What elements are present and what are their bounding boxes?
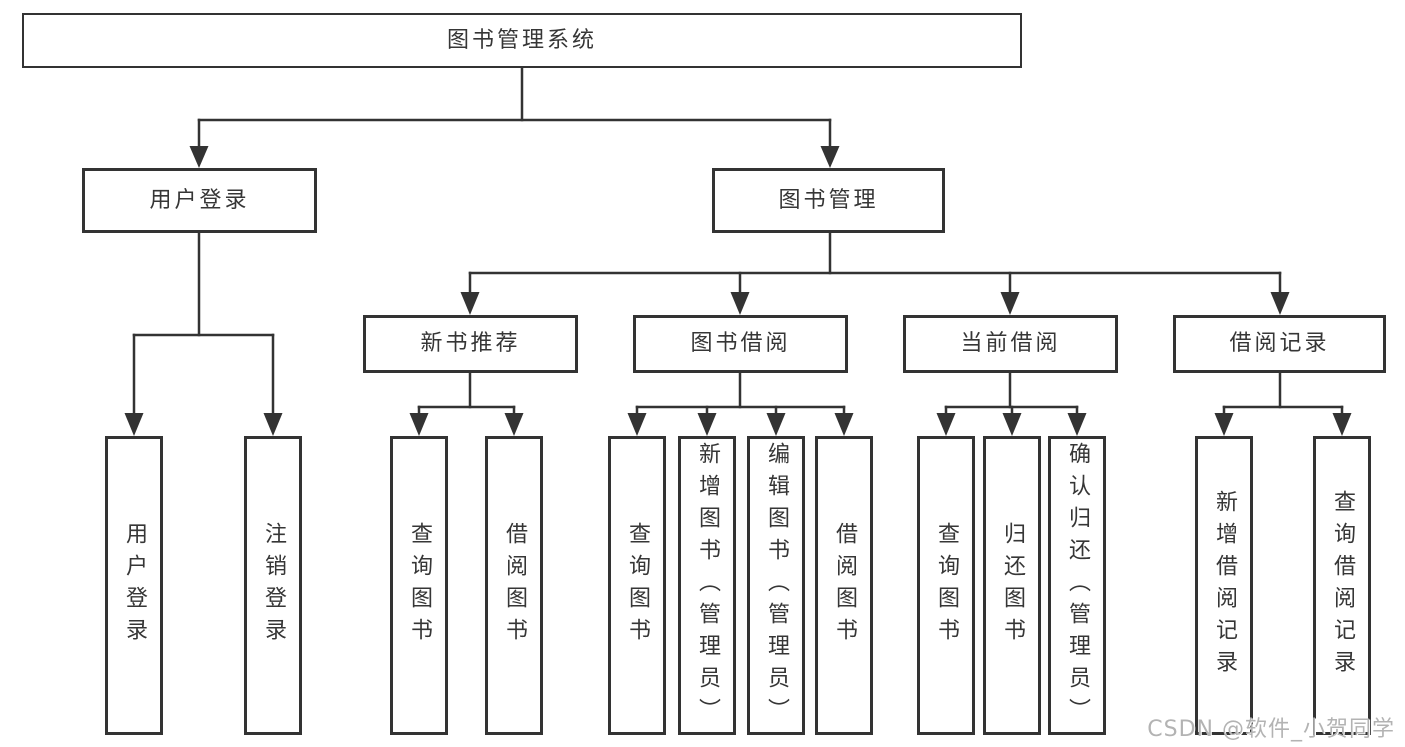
- connector-records-to-leaves: [1214, 371, 1352, 436]
- node-current-borrowing: 当前借阅: [903, 315, 1118, 373]
- node-borrowing-records: 借阅记录: [1173, 315, 1386, 373]
- leaf-logout: 注销登录: [244, 436, 302, 735]
- connector-borrowing-to-leaves: [627, 371, 854, 436]
- arrowhead-icon: [1000, 292, 1020, 315]
- leaf-return-books: 归还图书: [983, 436, 1041, 735]
- arrowhead-icon: [1270, 292, 1290, 315]
- arrowhead-icon: [1214, 413, 1234, 436]
- node-new-book-recommend: 新书推荐: [363, 315, 578, 373]
- arrowhead-icon: [504, 413, 524, 436]
- leaf-borrow-books-recommend: 借阅图书: [485, 436, 543, 735]
- leaf-edit-books-admin: 编辑图书（管理员）: [747, 436, 805, 735]
- node-book-management: 图书管理: [712, 168, 945, 233]
- connector-user-login-to-leaves: [124, 231, 283, 436]
- connector-new-books-to-leaves: [409, 371, 524, 436]
- arrowhead-icon: [1332, 413, 1352, 436]
- leaf-query-books-current: 查询图书: [917, 436, 975, 735]
- arrowhead-icon: [730, 292, 750, 315]
- leaf-query-borrow-record: 查询借阅记录: [1313, 436, 1371, 735]
- connector-current-to-leaves: [936, 371, 1087, 436]
- arrowhead-icon: [936, 413, 956, 436]
- leaf-confirm-return-admin: 确认归还（管理员）: [1048, 436, 1106, 735]
- leaf-user-login: 用户登录: [105, 436, 163, 735]
- leaf-borrow-books-borrowing: 借阅图书: [815, 436, 873, 735]
- arrowhead-icon: [263, 413, 283, 436]
- arrowhead-icon: [834, 413, 854, 436]
- arrowhead-icon: [1067, 413, 1087, 436]
- arrowhead-icon: [627, 413, 647, 436]
- arrowhead-icon: [820, 146, 840, 168]
- leaf-query-books-recommend: 查询图书: [390, 436, 448, 735]
- arrowhead-icon: [697, 413, 717, 436]
- arrowhead-icon: [189, 146, 209, 168]
- node-library-system: 图书管理系统: [22, 13, 1022, 68]
- arrowhead-icon: [409, 413, 429, 436]
- node-user-login: 用户登录: [82, 168, 317, 233]
- connector-book-mgmt-to-level3: [460, 231, 1290, 315]
- arrowhead-icon: [766, 413, 786, 436]
- leaf-add-borrow-record: 新增借阅记录: [1195, 436, 1253, 735]
- arrowhead-icon: [1002, 413, 1022, 436]
- connector-root-to-level2: [189, 66, 840, 168]
- leaf-add-books-admin: 新增图书（管理员）: [678, 436, 736, 735]
- leaf-query-books-borrowing: 查询图书: [608, 436, 666, 735]
- arrowhead-icon: [124, 413, 144, 436]
- node-book-borrowing: 图书借阅: [633, 315, 848, 373]
- arrowhead-icon: [460, 292, 480, 315]
